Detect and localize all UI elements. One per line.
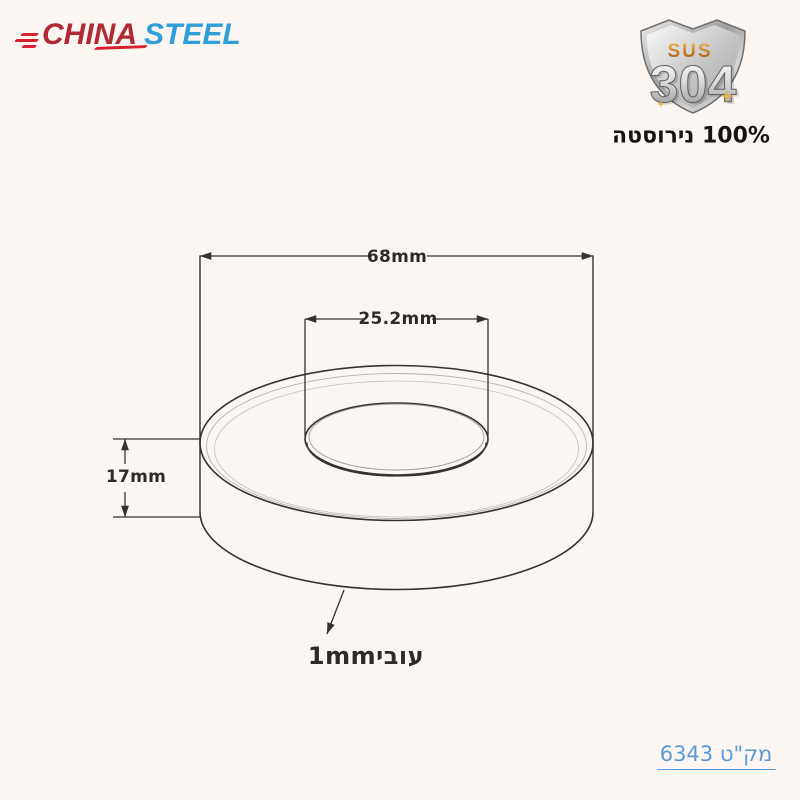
grade-304-shadow: 304 [652,58,739,116]
hole-diameter-label: 25.2mm [358,309,438,329]
thickness-label: עובי1mm [307,642,425,670]
ring-outline [199,255,594,591]
height-label: 17mm [105,467,167,487]
sus-label: SUS [667,41,712,62]
sparkle-icon [657,89,734,108]
sus304-shield-badge: SUS 304 304 [640,19,746,116]
stainless-caption: 100% נירוסטה [612,123,770,149]
logo-word-steel: STEEL [144,18,241,51]
sku-link[interactable]: מק"ט 6343 [656,742,776,770]
dimension-hole-25-2mm [304,315,489,436]
shield-shape-icon [640,19,746,114]
thickness-leader-arrow [326,589,345,635]
outer-diameter-label: 68mm [366,247,428,267]
dimension-height-17mm [113,438,200,518]
grade-304-label: 304 [650,56,737,114]
